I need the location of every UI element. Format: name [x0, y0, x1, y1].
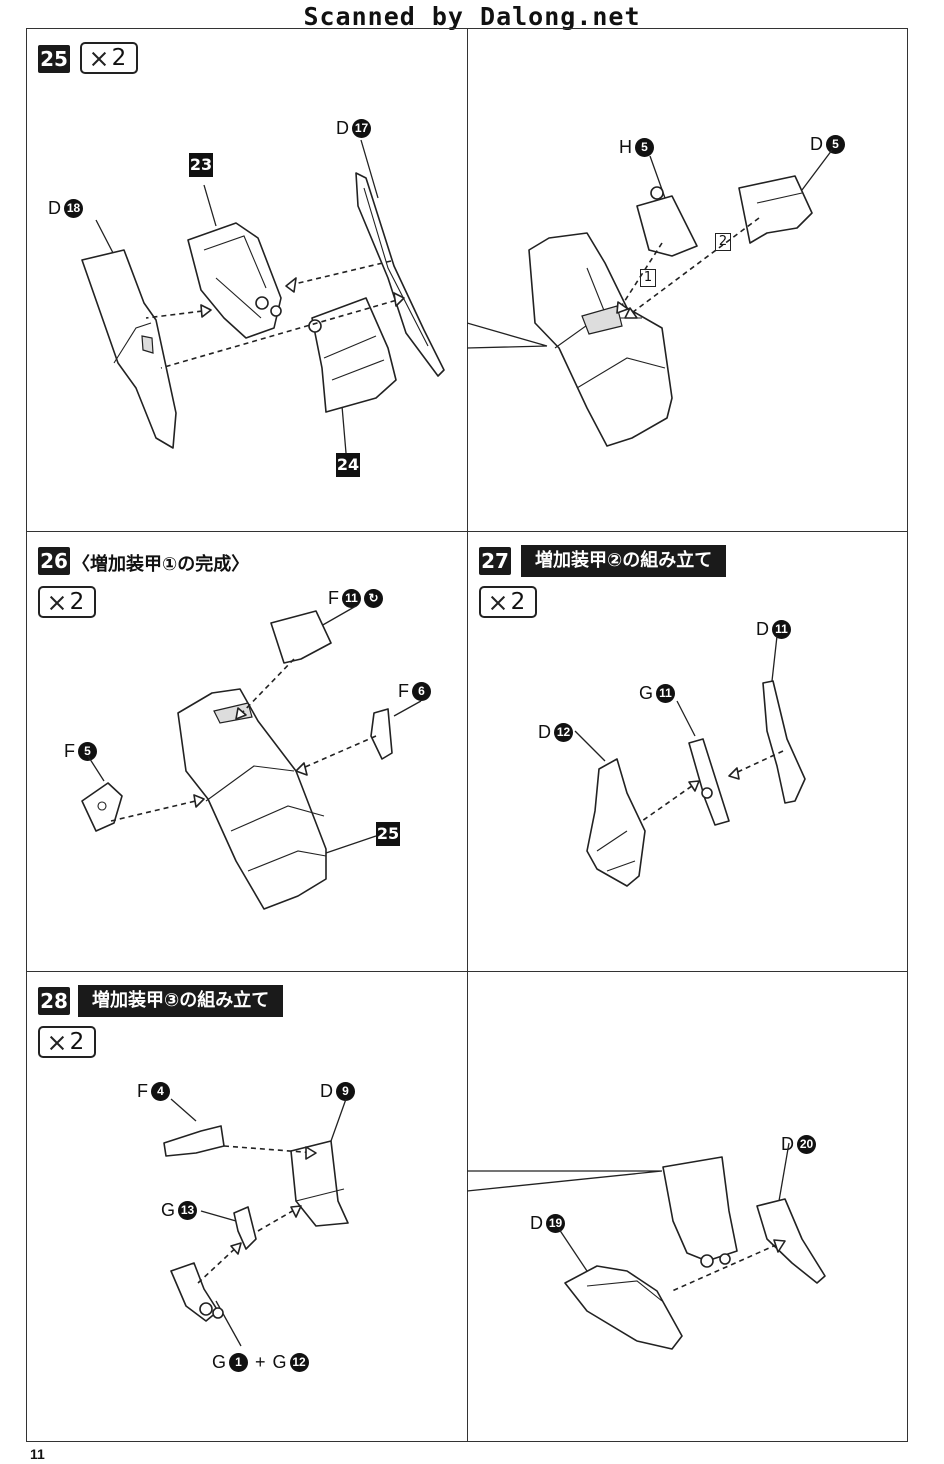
step-28-right-diagram — [467, 1142, 826, 1350]
subassembly-label-25: 25 — [376, 822, 400, 846]
order-marker-2: 2 — [715, 233, 731, 251]
step-27-multiplier: 2 — [479, 586, 537, 618]
step-27-badge: 27 — [479, 547, 511, 575]
step-26-multiplier: 2 — [38, 586, 96, 618]
step-25-multiplier: 2 — [80, 42, 138, 74]
subassembly-label-23: 23 — [189, 153, 213, 177]
step-26-title: 〈増加装甲①の完成〉 — [72, 554, 250, 575]
step-25-badge: 25 — [38, 45, 70, 73]
order-marker-1: 1 — [640, 269, 656, 287]
step-27-diagram — [574, 635, 806, 887]
step-26-diagram — [81, 605, 422, 910]
rotate-icon: ↻ — [364, 589, 383, 608]
scan-header: Scanned by Dalong.net — [303, 2, 641, 31]
step-28-multiplier: 2 — [38, 1026, 96, 1058]
column-divider — [467, 28, 468, 1442]
step-28-badge: 28 — [38, 987, 70, 1015]
step-26-badge: 26 — [38, 547, 70, 575]
step-28-left-diagram — [163, 1098, 349, 1347]
step-27-title: 増加装甲②の組み立て — [521, 545, 727, 577]
subassembly-label-24: 24 — [336, 453, 360, 477]
step-25-right-diagram — [467, 149, 833, 447]
step-28-title: 増加装甲③の組み立て — [78, 985, 284, 1017]
step-25-left-diagram — [81, 139, 445, 454]
page-number: 11 — [30, 1446, 45, 1462]
